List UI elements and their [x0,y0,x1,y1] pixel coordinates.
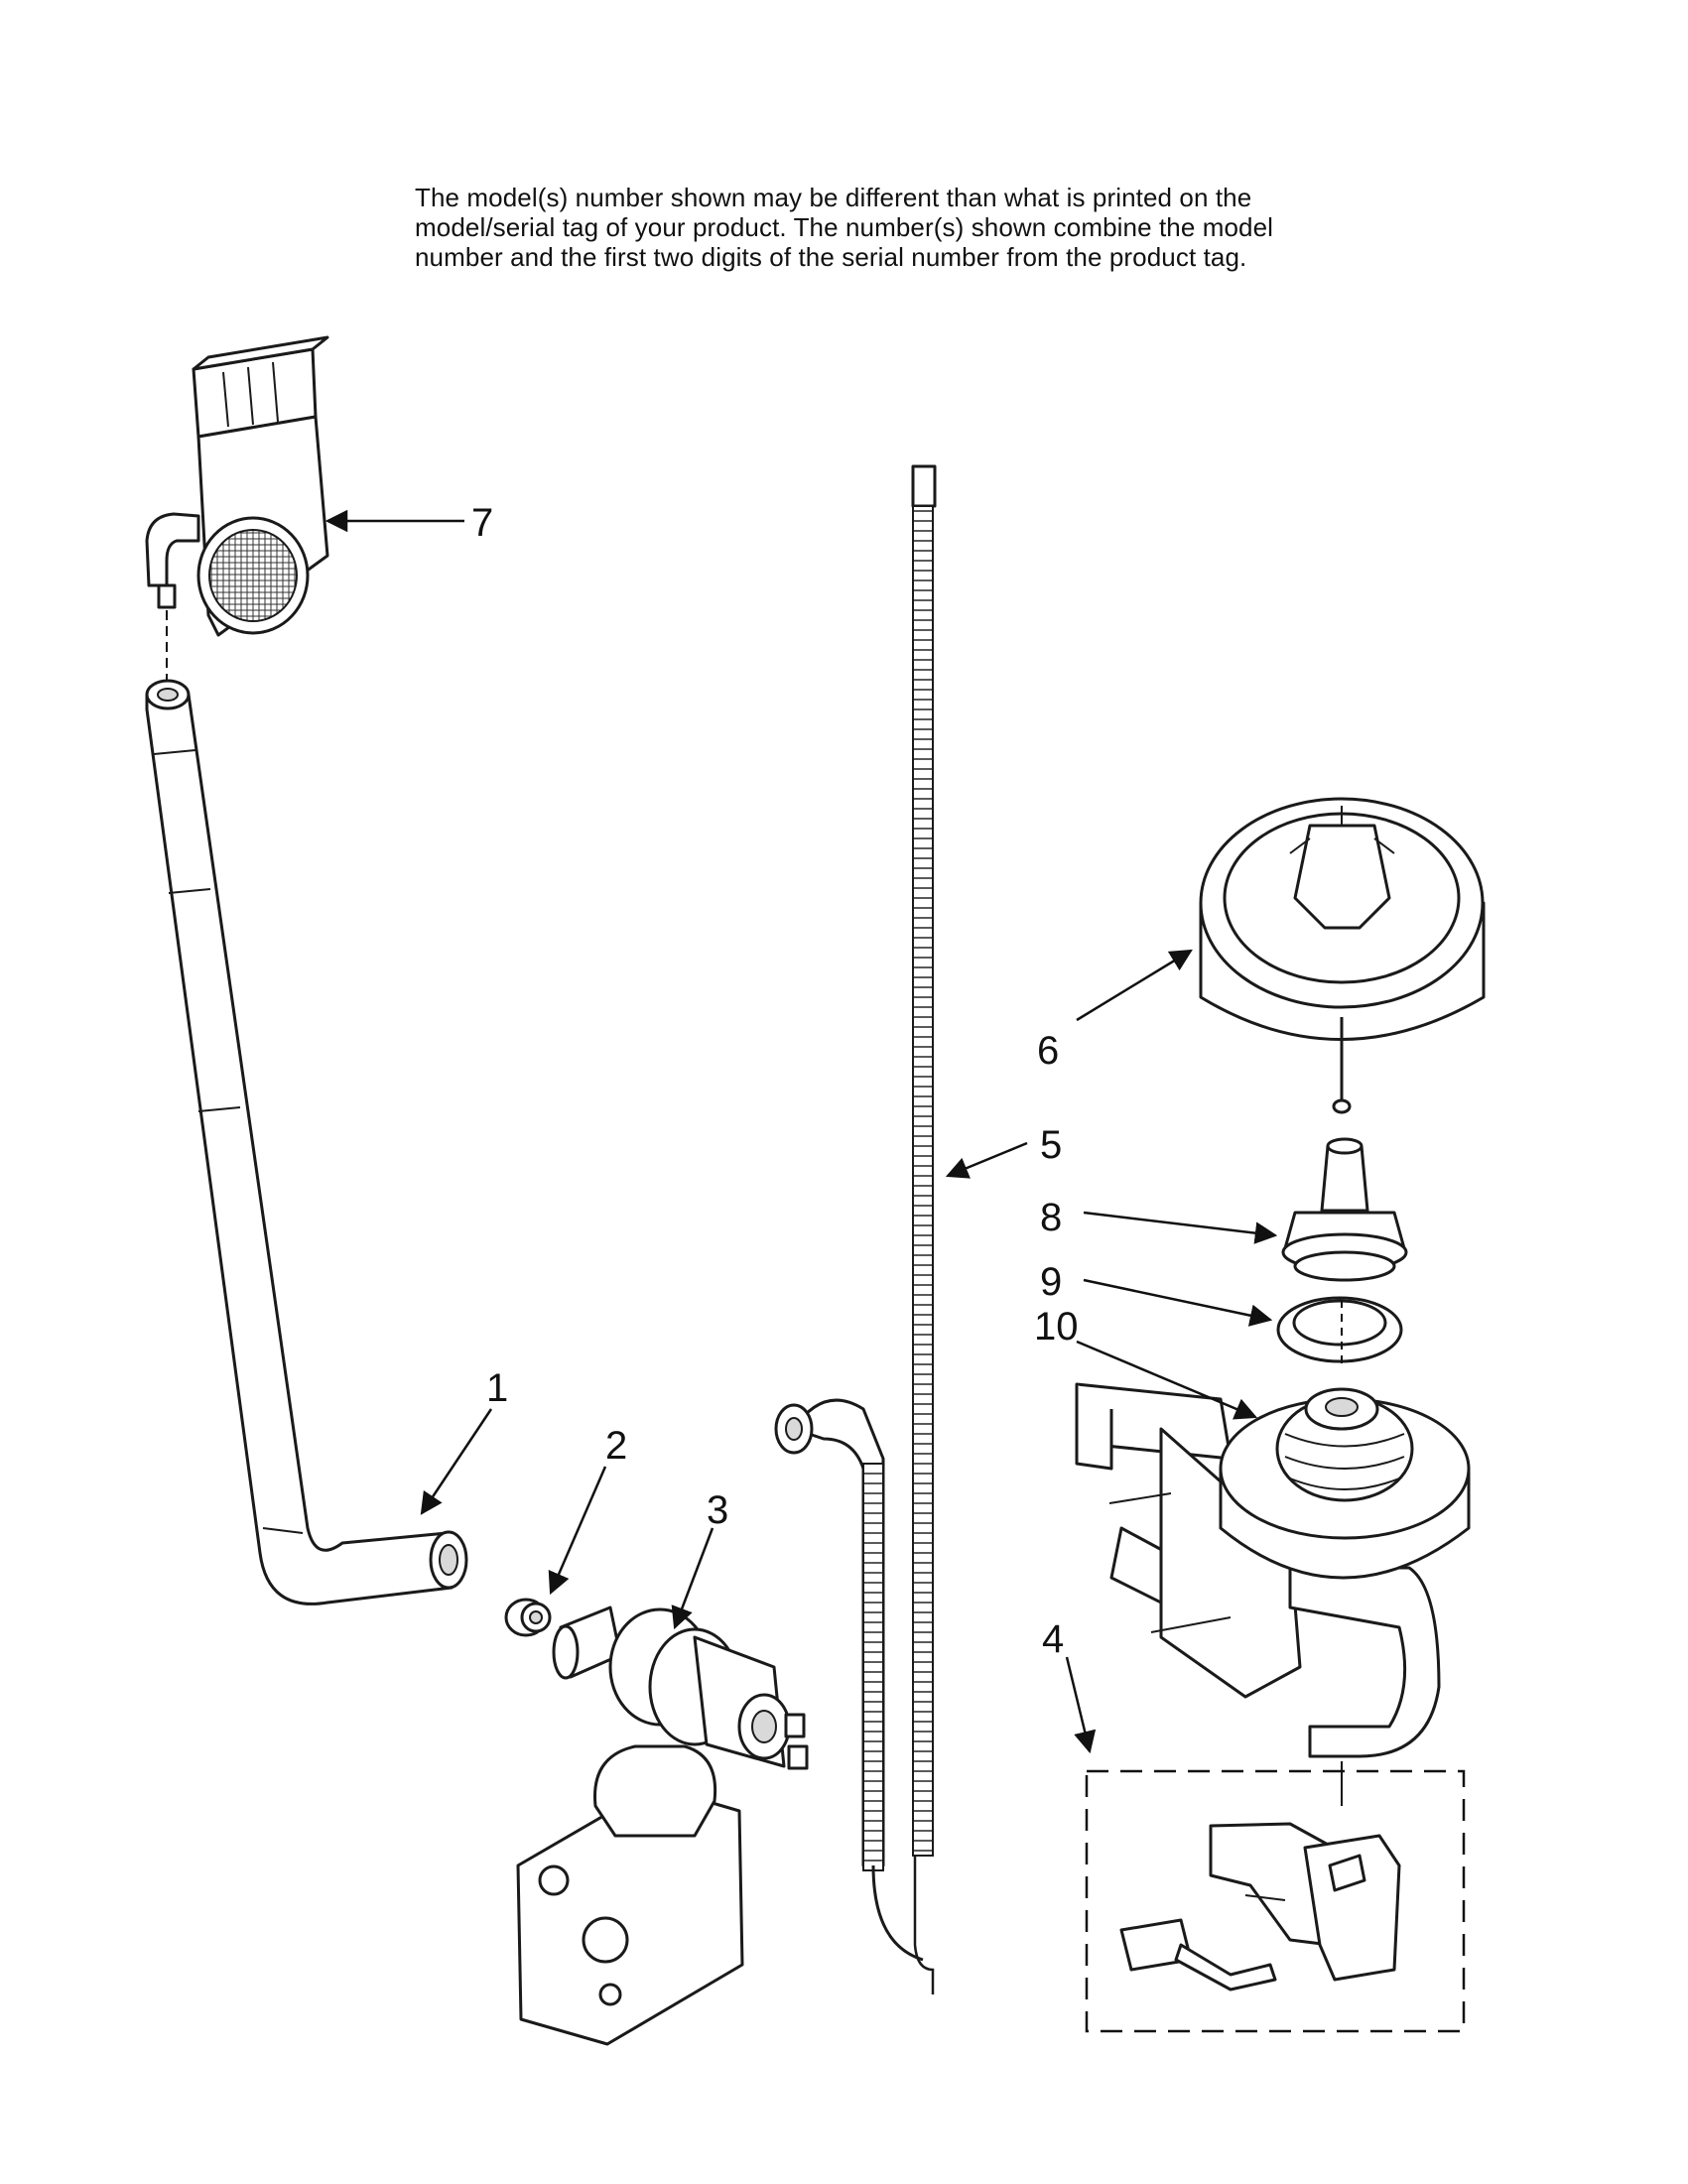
leader-8 [1083,1211,1278,1244]
callout-8: 8 [1040,1196,1062,1239]
part-3-water-valve [516,1606,809,2046]
callout-10: 10 [1034,1305,1079,1349]
callout-9: 9 [1040,1260,1062,1304]
callout-2: 2 [605,1424,627,1468]
note-line-1: The model(s) number shown may be differe… [415,183,1252,212]
leader-2 [548,1466,607,1596]
part-7-vent-filter [145,335,329,637]
note-line-2: model/serial tag of your product. The nu… [415,212,1274,242]
leader-1 [420,1408,493,1515]
callout-3: 3 [707,1488,728,1532]
leader-5 [945,1141,1028,1179]
leader-9 [1083,1278,1273,1327]
callout-4: 4 [1042,1617,1064,1661]
part-1-vent-hose [145,679,468,1606]
model-number-note: The model(s) number shown may be differe… [415,183,1387,272]
part-6-float [1199,797,1486,1114]
part-4-assembly-box [1085,1769,1466,2033]
part-4-float-switch-assembly [1119,1822,1401,1991]
callout-5: 5 [1040,1123,1062,1167]
callout-1: 1 [486,1366,508,1410]
part-8-float-stem [1281,1137,1408,1282]
leader-3 [671,1527,714,1630]
part-2-hose-clamp [504,1598,552,1637]
part-9-o-ring [1276,1296,1403,1363]
leader-10 [1076,1340,1258,1420]
leader-4 [1065,1656,1097,1754]
part-5-wire-harness [774,464,937,1994]
callout-6: 6 [1037,1029,1059,1073]
part-10-float-bracket [1075,1382,1471,1758]
note-line-3: number and the first two digits of the s… [415,242,1247,272]
callout-7: 7 [471,501,493,545]
leader-6 [1076,949,1193,1022]
